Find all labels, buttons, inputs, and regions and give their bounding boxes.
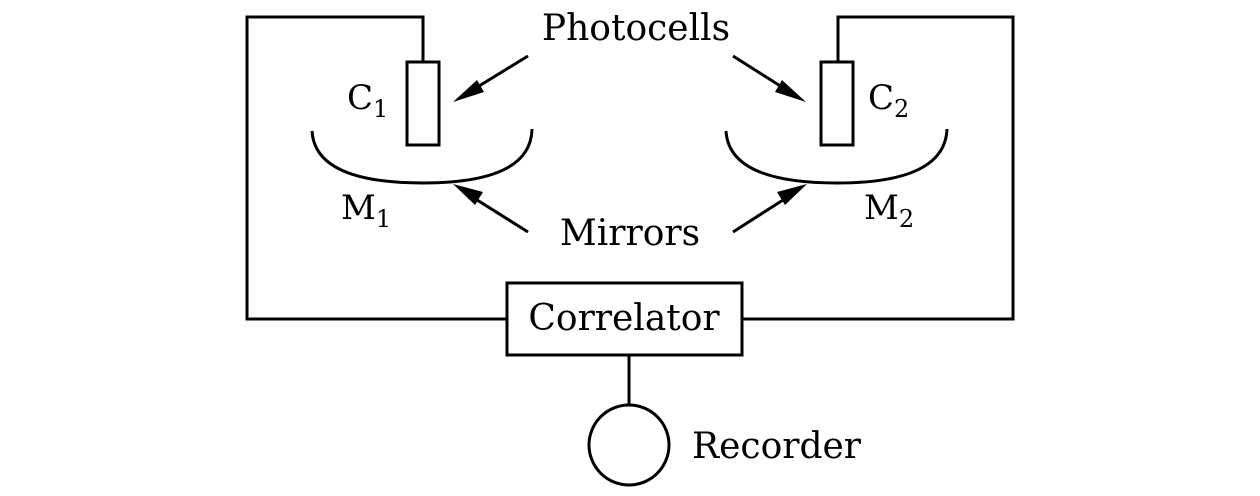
wire-left-loop <box>245 15 507 321</box>
label-m1-subscript: 1 <box>376 205 391 233</box>
label-m2-base: M <box>864 188 899 228</box>
recorder-circle <box>587 403 671 487</box>
arrowhead-photocells-to-c1 <box>453 80 484 102</box>
wire-right-loop <box>742 15 1015 321</box>
label-correlator: Correlator <box>528 298 720 339</box>
photocell-c2 <box>819 60 855 147</box>
label-c1-subscript: 1 <box>373 95 388 123</box>
mirror-m2 <box>724 128 949 185</box>
label-mirrors: Mirrors <box>560 213 700 254</box>
label-c2: C2 <box>868 78 909 123</box>
arrowhead-mirrors-to-m1 <box>453 184 483 205</box>
label-m2-subscript: 2 <box>899 205 914 233</box>
mirror-m1 <box>310 128 534 185</box>
photocell-c1 <box>405 60 441 147</box>
arrowhead-photocells-to-c2 <box>775 80 806 102</box>
label-m2: M2 <box>864 188 914 233</box>
label-c1: C1 <box>347 78 388 123</box>
label-c1-base: C <box>347 78 373 118</box>
label-recorder: Recorder <box>692 426 862 467</box>
label-m1-base: M <box>341 188 376 228</box>
label-m1: M1 <box>341 188 391 233</box>
label-c2-subscript: 2 <box>894 95 909 123</box>
correlator-box <box>505 281 744 357</box>
arrowhead-mirrors-to-m2 <box>777 184 807 205</box>
label-photocells: Photocells <box>542 8 730 49</box>
label-c2-base: C <box>868 78 894 118</box>
